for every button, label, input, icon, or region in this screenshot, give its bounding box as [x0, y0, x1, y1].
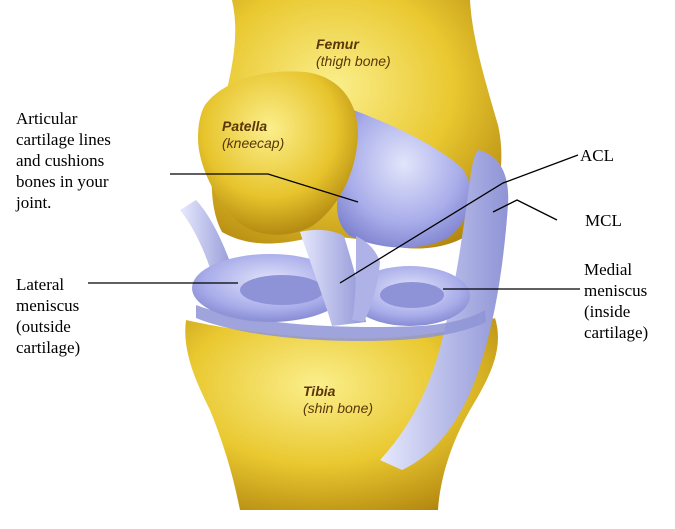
medial-meniscus-inner [380, 282, 444, 308]
lateral-meniscus-inner [240, 275, 324, 305]
tibia-label: Tibia(shin bone) [303, 383, 373, 417]
articular-cartilage-label: Articular cartilage lines and cushions b… [16, 108, 111, 213]
acl-label: ACL [580, 145, 614, 166]
femur-label: Femur(thigh bone) [316, 36, 391, 70]
mcl-label: MCL [585, 210, 622, 231]
medial-meniscus-label: Medial meniscus (inside cartilage) [584, 259, 648, 343]
patella-label: Patella(kneecap) [222, 118, 284, 152]
lateral-meniscus-label: Lateral meniscus (outside cartilage) [16, 274, 80, 358]
